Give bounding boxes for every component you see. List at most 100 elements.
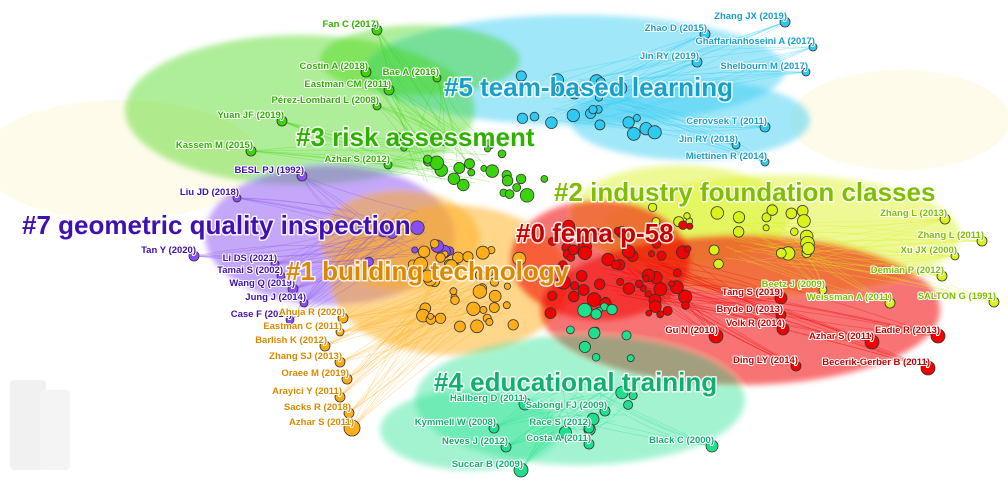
cited-reference-node[interactable] [623,399,633,410]
cited-reference-node[interactable] [647,125,662,140]
reference-node-circle[interactable] [775,309,787,321]
cited-reference-node[interactable] [428,131,440,143]
cited-reference-node[interactable] [577,245,593,261]
reference-node-circle[interactable] [930,328,946,344]
reference-node[interactable]: Barlish K (2012) [254,334,331,352]
cited-reference-node[interactable] [485,268,494,277]
cited-reference-node[interactable] [394,132,403,141]
cited-reference-node[interactable] [475,245,490,260]
cited-reference-node[interactable] [515,70,527,82]
reference-node-circle[interactable] [731,140,741,150]
reference-node[interactable]: Weissman A (2011) [806,291,896,309]
cited-reference-node[interactable] [507,319,519,331]
cited-reference-node[interactable] [594,278,606,290]
reference-node-circle[interactable] [705,439,719,453]
cited-reference-node[interactable] [610,259,621,270]
cited-reference-node[interactable] [642,274,650,283]
cited-reference-node[interactable] [684,245,692,253]
reference-node[interactable]: Kassem M (2015) [175,139,257,157]
reference-node-circle[interactable] [884,297,896,309]
cited-reference-node[interactable] [566,325,575,335]
cited-reference-node[interactable] [502,301,511,310]
cited-reference-node[interactable] [485,164,499,178]
cited-reference-node[interactable] [501,174,514,187]
reference-node[interactable]: Black C (2000) [648,434,719,453]
reference-node-circle[interactable] [988,296,1000,308]
cited-reference-node[interactable] [577,302,592,318]
cited-reference-node[interactable] [578,340,591,353]
cited-reference-node[interactable] [427,312,434,320]
cited-reference-node[interactable] [588,326,601,340]
cited-reference-node[interactable] [434,312,447,324]
cited-reference-node[interactable] [497,149,507,159]
cited-reference-node[interactable] [628,391,638,401]
cited-reference-node[interactable] [673,268,682,278]
reference-node[interactable]: BESL PJ (1992) [233,164,308,182]
cited-reference-node[interactable] [410,220,425,235]
cited-reference-node[interactable] [797,214,811,228]
reference-node-circle[interactable] [518,397,532,411]
reference-node[interactable]: Gu N (2010) [664,324,724,344]
reference-node-circle[interactable] [285,315,295,325]
reference-node[interactable]: Ding LY (2014) [732,354,802,372]
cited-reference-node[interactable] [568,290,580,303]
reference-node-circle[interactable] [936,270,948,282]
reference-node-circle[interactable] [270,259,280,269]
cited-reference-node[interactable] [485,317,494,326]
cited-reference-node[interactable] [503,134,511,143]
reference-node-circle[interactable] [950,251,960,261]
reference-node[interactable]: Kymmell W (2008) [414,416,500,434]
cited-reference-node[interactable] [616,277,625,286]
cited-reference-node[interactable] [411,246,419,254]
cited-reference-node[interactable] [656,310,665,319]
cited-reference-node[interactable] [785,207,798,220]
reference-node[interactable]: Zhang L (2011) [917,229,988,247]
reference-node-circle[interactable] [774,291,788,305]
cited-reference-node[interactable] [467,168,476,177]
reference-node[interactable]: Liu JD (2018) [179,186,242,203]
reference-node-circle[interactable] [583,422,595,434]
cited-reference-node[interactable] [708,244,720,256]
cited-reference-node[interactable] [566,108,580,123]
reference-node-circle[interactable] [343,407,355,419]
reference-node-circle[interactable] [334,391,346,403]
cited-reference-node[interactable] [647,202,658,212]
cited-reference-node[interactable] [439,137,448,146]
cited-reference-node[interactable] [545,116,558,129]
reference-node[interactable]: Arayici Y (2011) [271,385,346,403]
reference-node[interactable]: SALTON G (1991) [917,290,1000,308]
reference-node[interactable]: Pérez-Lombard L (2008) [270,94,382,111]
reference-node[interactable]: Costin A (2018) [299,60,372,78]
cited-reference-node[interactable] [586,292,602,307]
reference-node[interactable]: Volk R (2014) [725,317,790,336]
reference-node-circle[interactable] [699,28,711,40]
cited-reference-node[interactable] [462,251,474,263]
cited-reference-node[interactable] [447,172,461,186]
cited-reference-node[interactable] [413,256,429,272]
cited-reference-node[interactable] [515,173,527,185]
cited-reference-node[interactable] [547,236,558,246]
reference-node-circle[interactable] [488,422,500,434]
reference-node-circle[interactable] [299,298,309,308]
cited-reference-node[interactable] [470,319,484,334]
cited-reference-node[interactable] [662,305,673,316]
reference-node[interactable]: Bryde D (2013) [715,303,787,321]
cited-reference-node[interactable] [453,161,466,174]
cited-reference-node[interactable] [503,282,511,290]
cited-reference-node[interactable] [450,295,460,305]
reference-node-circle[interactable] [801,67,811,77]
reference-node[interactable]: Ghaffarianhoseini A (2017) [694,35,818,52]
reference-node[interactable]: Eastman C (2011) [262,320,345,337]
reference-node[interactable]: Tamai S (2002) [216,264,286,281]
reference-node[interactable]: Race S (2012) [528,416,595,434]
cited-reference-node[interactable] [732,211,746,224]
cited-reference-node[interactable] [512,183,522,192]
cited-reference-node[interactable] [790,227,799,236]
reference-node-circle[interactable] [760,157,770,167]
cited-reference-node[interactable] [635,279,644,289]
reference-node-circle[interactable] [245,145,257,157]
cited-reference-node[interactable] [516,112,529,124]
reference-node[interactable]: Jin RY (2019) [639,50,703,68]
cited-reference-node[interactable] [544,307,557,320]
cited-reference-node[interactable] [570,227,579,236]
